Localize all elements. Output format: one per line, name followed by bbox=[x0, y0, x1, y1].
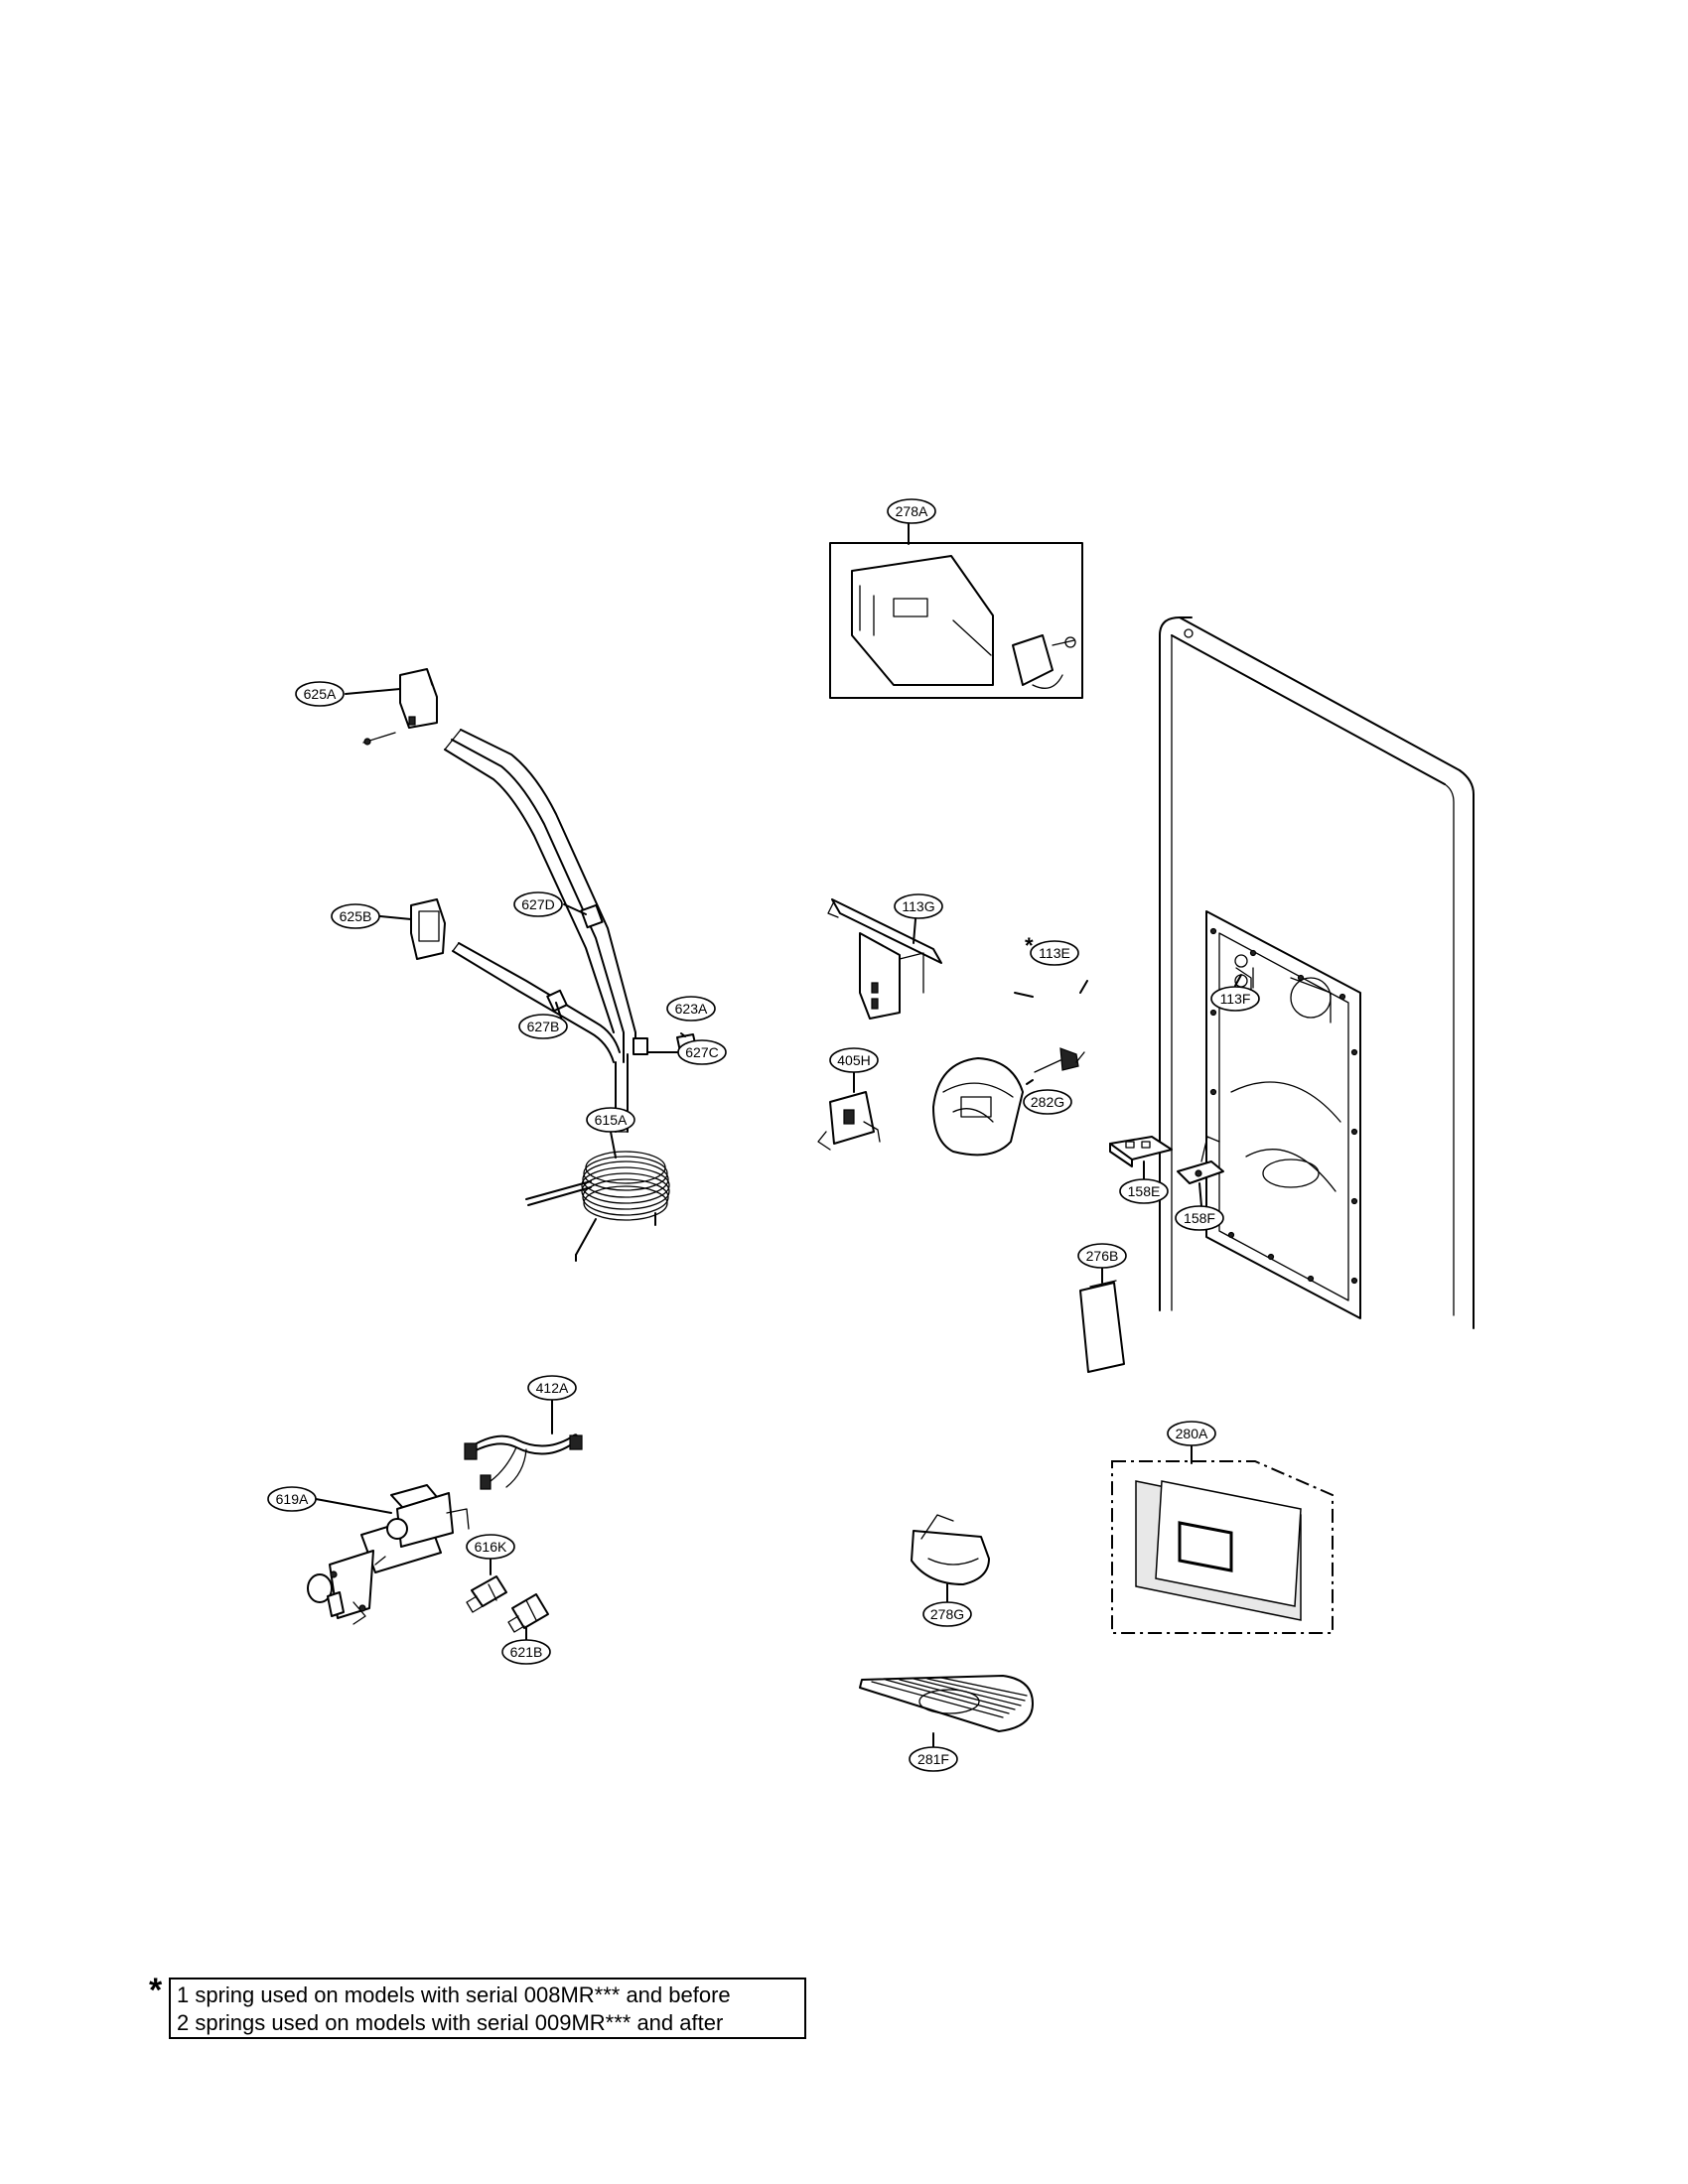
callout-label-280A: 280A bbox=[1176, 1426, 1208, 1441]
callout-label-278G: 278G bbox=[930, 1606, 964, 1622]
part-158F-switch-plate bbox=[1177, 1136, 1224, 1184]
callout-616K: 616K bbox=[466, 1534, 515, 1560]
callout-627D: 627D bbox=[513, 891, 563, 917]
part-278G-drip-guard bbox=[911, 1514, 990, 1603]
callout-label-158F: 158F bbox=[1184, 1210, 1215, 1226]
callout-label-113G: 113G bbox=[902, 898, 934, 914]
part-281F-drip-tray bbox=[859, 1675, 1034, 1748]
part-278A-assembly bbox=[829, 523, 1083, 699]
callout-label-113E: 113E bbox=[1039, 945, 1070, 961]
callout-label-627C: 627C bbox=[685, 1044, 718, 1060]
callout-113E: * 113E bbox=[1025, 933, 1079, 966]
callout-625A: 625A bbox=[295, 681, 345, 707]
callout-282G: 282G bbox=[1023, 1089, 1072, 1115]
part-113G-bracket bbox=[827, 898, 942, 1020]
callout-113E-marker: * bbox=[1025, 933, 1034, 958]
callout-label-625B: 625B bbox=[340, 908, 372, 924]
note-asterisk: * bbox=[149, 1972, 163, 2009]
part-625B-bracket bbox=[410, 898, 446, 960]
callout-623A: 623A bbox=[666, 996, 716, 1022]
callout-615A: 615A bbox=[586, 1107, 635, 1133]
callout-627B: 627B bbox=[518, 1014, 568, 1039]
callout-281F: 281F bbox=[909, 1746, 958, 1772]
callouts: 278A 625A 627D 625B 627B 623A 627C 615A bbox=[267, 498, 1260, 1772]
part-405H-switch bbox=[817, 1071, 881, 1151]
callout-627C: 627C bbox=[677, 1039, 727, 1065]
note-line-2: 2 springs used on models with serial 009… bbox=[177, 2010, 724, 2035]
callout-label-282G: 282G bbox=[1031, 1094, 1064, 1110]
callout-619A: 619A bbox=[267, 1486, 317, 1512]
callout-412A: 412A bbox=[527, 1375, 577, 1401]
callout-276B: 276B bbox=[1077, 1243, 1127, 1269]
callout-113G: 113G bbox=[894, 893, 943, 919]
part-616K-fitting bbox=[466, 1558, 507, 1613]
callout-278G: 278G bbox=[922, 1601, 972, 1627]
callout-label-623A: 623A bbox=[675, 1001, 708, 1017]
part-282G-cover bbox=[932, 1057, 1024, 1157]
part-276B-panel bbox=[1079, 1280, 1125, 1373]
recess-screws bbox=[1209, 927, 1358, 1285]
part-158E-housing bbox=[1109, 1136, 1173, 1167]
callout-label-625A: 625A bbox=[304, 686, 337, 702]
callout-label-627D: 627D bbox=[521, 896, 554, 912]
part-619A-water-valve bbox=[307, 1484, 470, 1625]
spring-serial-note: 1 spring used on models with serial 008M… bbox=[169, 1978, 806, 2039]
callout-113F: 113F bbox=[1210, 986, 1260, 1012]
callout-label-281F: 281F bbox=[917, 1751, 949, 1767]
callout-label-405H: 405H bbox=[837, 1052, 870, 1068]
callout-278A: 278A bbox=[887, 498, 936, 524]
part-615A-tube-coil bbox=[525, 1151, 670, 1262]
callout-label-113F: 113F bbox=[1220, 991, 1251, 1007]
callout-405H: 405H bbox=[829, 1047, 879, 1073]
callout-label-616K: 616K bbox=[475, 1539, 507, 1555]
part-412A-wire-harness bbox=[464, 1399, 583, 1490]
callout-158E: 158E bbox=[1119, 1178, 1169, 1204]
callout-label-158E: 158E bbox=[1128, 1183, 1161, 1199]
door-panel bbox=[1159, 616, 1475, 1329]
dispenser-recess bbox=[1205, 910, 1361, 1319]
callout-label-621B: 621B bbox=[510, 1644, 543, 1660]
part-627D-clip bbox=[580, 903, 604, 929]
callout-label-619A: 619A bbox=[276, 1491, 309, 1507]
callout-label-412A: 412A bbox=[536, 1380, 569, 1396]
part-625A-bracket bbox=[362, 668, 438, 746]
callout-label-627B: 627B bbox=[527, 1019, 560, 1034]
part-113E-spring bbox=[1034, 1047, 1085, 1073]
callout-280A: 280A bbox=[1167, 1421, 1216, 1446]
callout-158F: 158F bbox=[1175, 1205, 1224, 1231]
part-621B-fitting bbox=[507, 1593, 549, 1641]
callout-label-276B: 276B bbox=[1086, 1248, 1119, 1264]
note-line-1: 1 spring used on models with serial 008M… bbox=[177, 1982, 731, 2007]
part-280A-assembly bbox=[1111, 1444, 1334, 1634]
callout-621B: 621B bbox=[501, 1639, 551, 1665]
leader-lines bbox=[315, 688, 1242, 1514]
callout-625B: 625B bbox=[331, 903, 380, 929]
callout-label-615A: 615A bbox=[595, 1112, 628, 1128]
callout-label-278A: 278A bbox=[896, 503, 928, 519]
